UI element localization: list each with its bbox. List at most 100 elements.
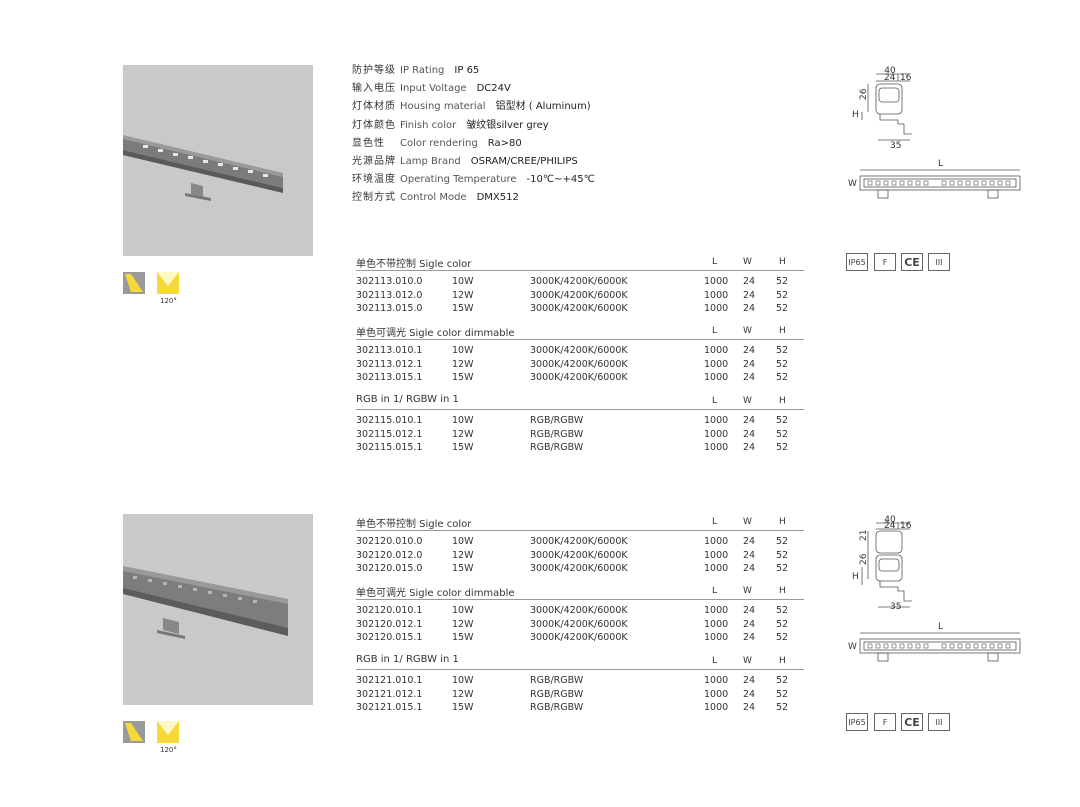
cert-ip65: IP65 [846, 253, 868, 271]
column-header: L [712, 517, 718, 527]
cert-f-mark: F [874, 253, 896, 271]
table-cell: 1000 [704, 415, 729, 426]
table-cell: 302121.015.1 [356, 702, 423, 713]
dim-l-2: L [938, 622, 943, 632]
table-cell: 3000K/4200K/6000K [530, 563, 628, 574]
table-cell: 52 [776, 428, 789, 440]
table-cell: 302120.010.0 [356, 536, 423, 547]
spec-label-cn: 控制方式 [352, 192, 396, 204]
table-cell: 3000K/4200K/6000K [530, 605, 628, 616]
table-cell: 302115.015.1 [356, 442, 423, 453]
table-cell: 52 [776, 303, 789, 314]
column-header: H [779, 586, 786, 596]
table-cell: 15W [452, 702, 474, 713]
spec-value: Ra>80 [487, 137, 522, 149]
table-cell: 3000K/4200K/6000K [530, 618, 628, 630]
section-title: 单色可调光 Sigle color dimmable [356, 588, 515, 599]
column-header: W [743, 586, 752, 596]
table-cell: 1000 [704, 289, 729, 301]
table-cell: 3000K/4200K/6000K [530, 303, 628, 314]
table-cell: 302121.012.1 [356, 688, 423, 700]
cross-section-drawing-2: 40 24 16 21 26 H 35 L W [848, 513, 1028, 663]
spec-label-cn: 灯体颜色 [352, 119, 396, 131]
table-cell: 15W [452, 442, 474, 453]
column-header: W [743, 517, 752, 527]
table-cell: 52 [776, 345, 789, 356]
table-cell: 24 [743, 675, 756, 686]
table-cell: 24 [743, 303, 756, 314]
dim-bottom: 35 [890, 141, 901, 151]
cert-ce: CE [901, 253, 923, 271]
table-cell: 1000 [704, 563, 729, 574]
table-cell: 1000 [704, 605, 729, 616]
cross-section-drawing-1: 40 24 16 26 H 35 L W [848, 62, 1028, 202]
table-cell: 302120.015.1 [356, 632, 423, 643]
beam-icon-wide-2 [157, 721, 179, 743]
table-cell: 10W [452, 675, 474, 686]
table-cell: 1000 [704, 358, 729, 370]
dim-h1-2: 26 [859, 553, 869, 565]
table-cell: 302121.010.1 [356, 675, 423, 686]
table-cell: 1000 [704, 632, 729, 643]
beam-icon-narrow [123, 272, 145, 294]
column-header: H [779, 396, 786, 406]
table-cell: 24 [743, 549, 756, 561]
dim-top: 40 [884, 66, 896, 76]
table-cell: 24 [743, 372, 756, 383]
dim-h: H [852, 110, 859, 120]
table-cell: 52 [776, 536, 789, 547]
column-header: L [712, 396, 718, 406]
table-cell: 302113.010.0 [356, 276, 423, 287]
cert-f-mark-2: F [874, 713, 896, 731]
table-cell: 1000 [704, 428, 729, 440]
table-cell: 15W [452, 372, 474, 383]
column-header: H [779, 257, 786, 267]
table-cell: 302113.012.1 [356, 358, 423, 370]
table-cell: 24 [743, 415, 756, 426]
section-title: 单色可调光 Sigle color dimmable [356, 328, 515, 339]
table-cell: 12W [452, 289, 474, 301]
table-cell: 52 [776, 605, 789, 616]
table-cell: 52 [776, 372, 789, 383]
table-cell: 302113.012.0 [356, 289, 423, 301]
table-cell: 24 [743, 536, 756, 547]
product-photo-2 [123, 514, 313, 705]
beam-icon-narrow-2 [123, 721, 145, 743]
column-header: L [712, 326, 718, 336]
table-cell: RGB/RGBW [530, 675, 584, 686]
column-header: H [779, 517, 786, 527]
table-cell: RGB/RGBW [530, 702, 584, 713]
dim-mid-b-2: 16 [900, 521, 912, 531]
table-cell: 24 [743, 276, 756, 287]
spec-label-en: Lamp Brand [400, 155, 461, 167]
column-header: W [743, 326, 752, 336]
table-cell: 52 [776, 563, 789, 574]
spec-label-en: Housing material [400, 101, 486, 113]
table-cell: 12W [452, 358, 474, 370]
table-cell: 24 [743, 289, 756, 301]
table-cell: 24 [743, 428, 756, 440]
beam-angle-label-2: 120° [160, 746, 177, 754]
